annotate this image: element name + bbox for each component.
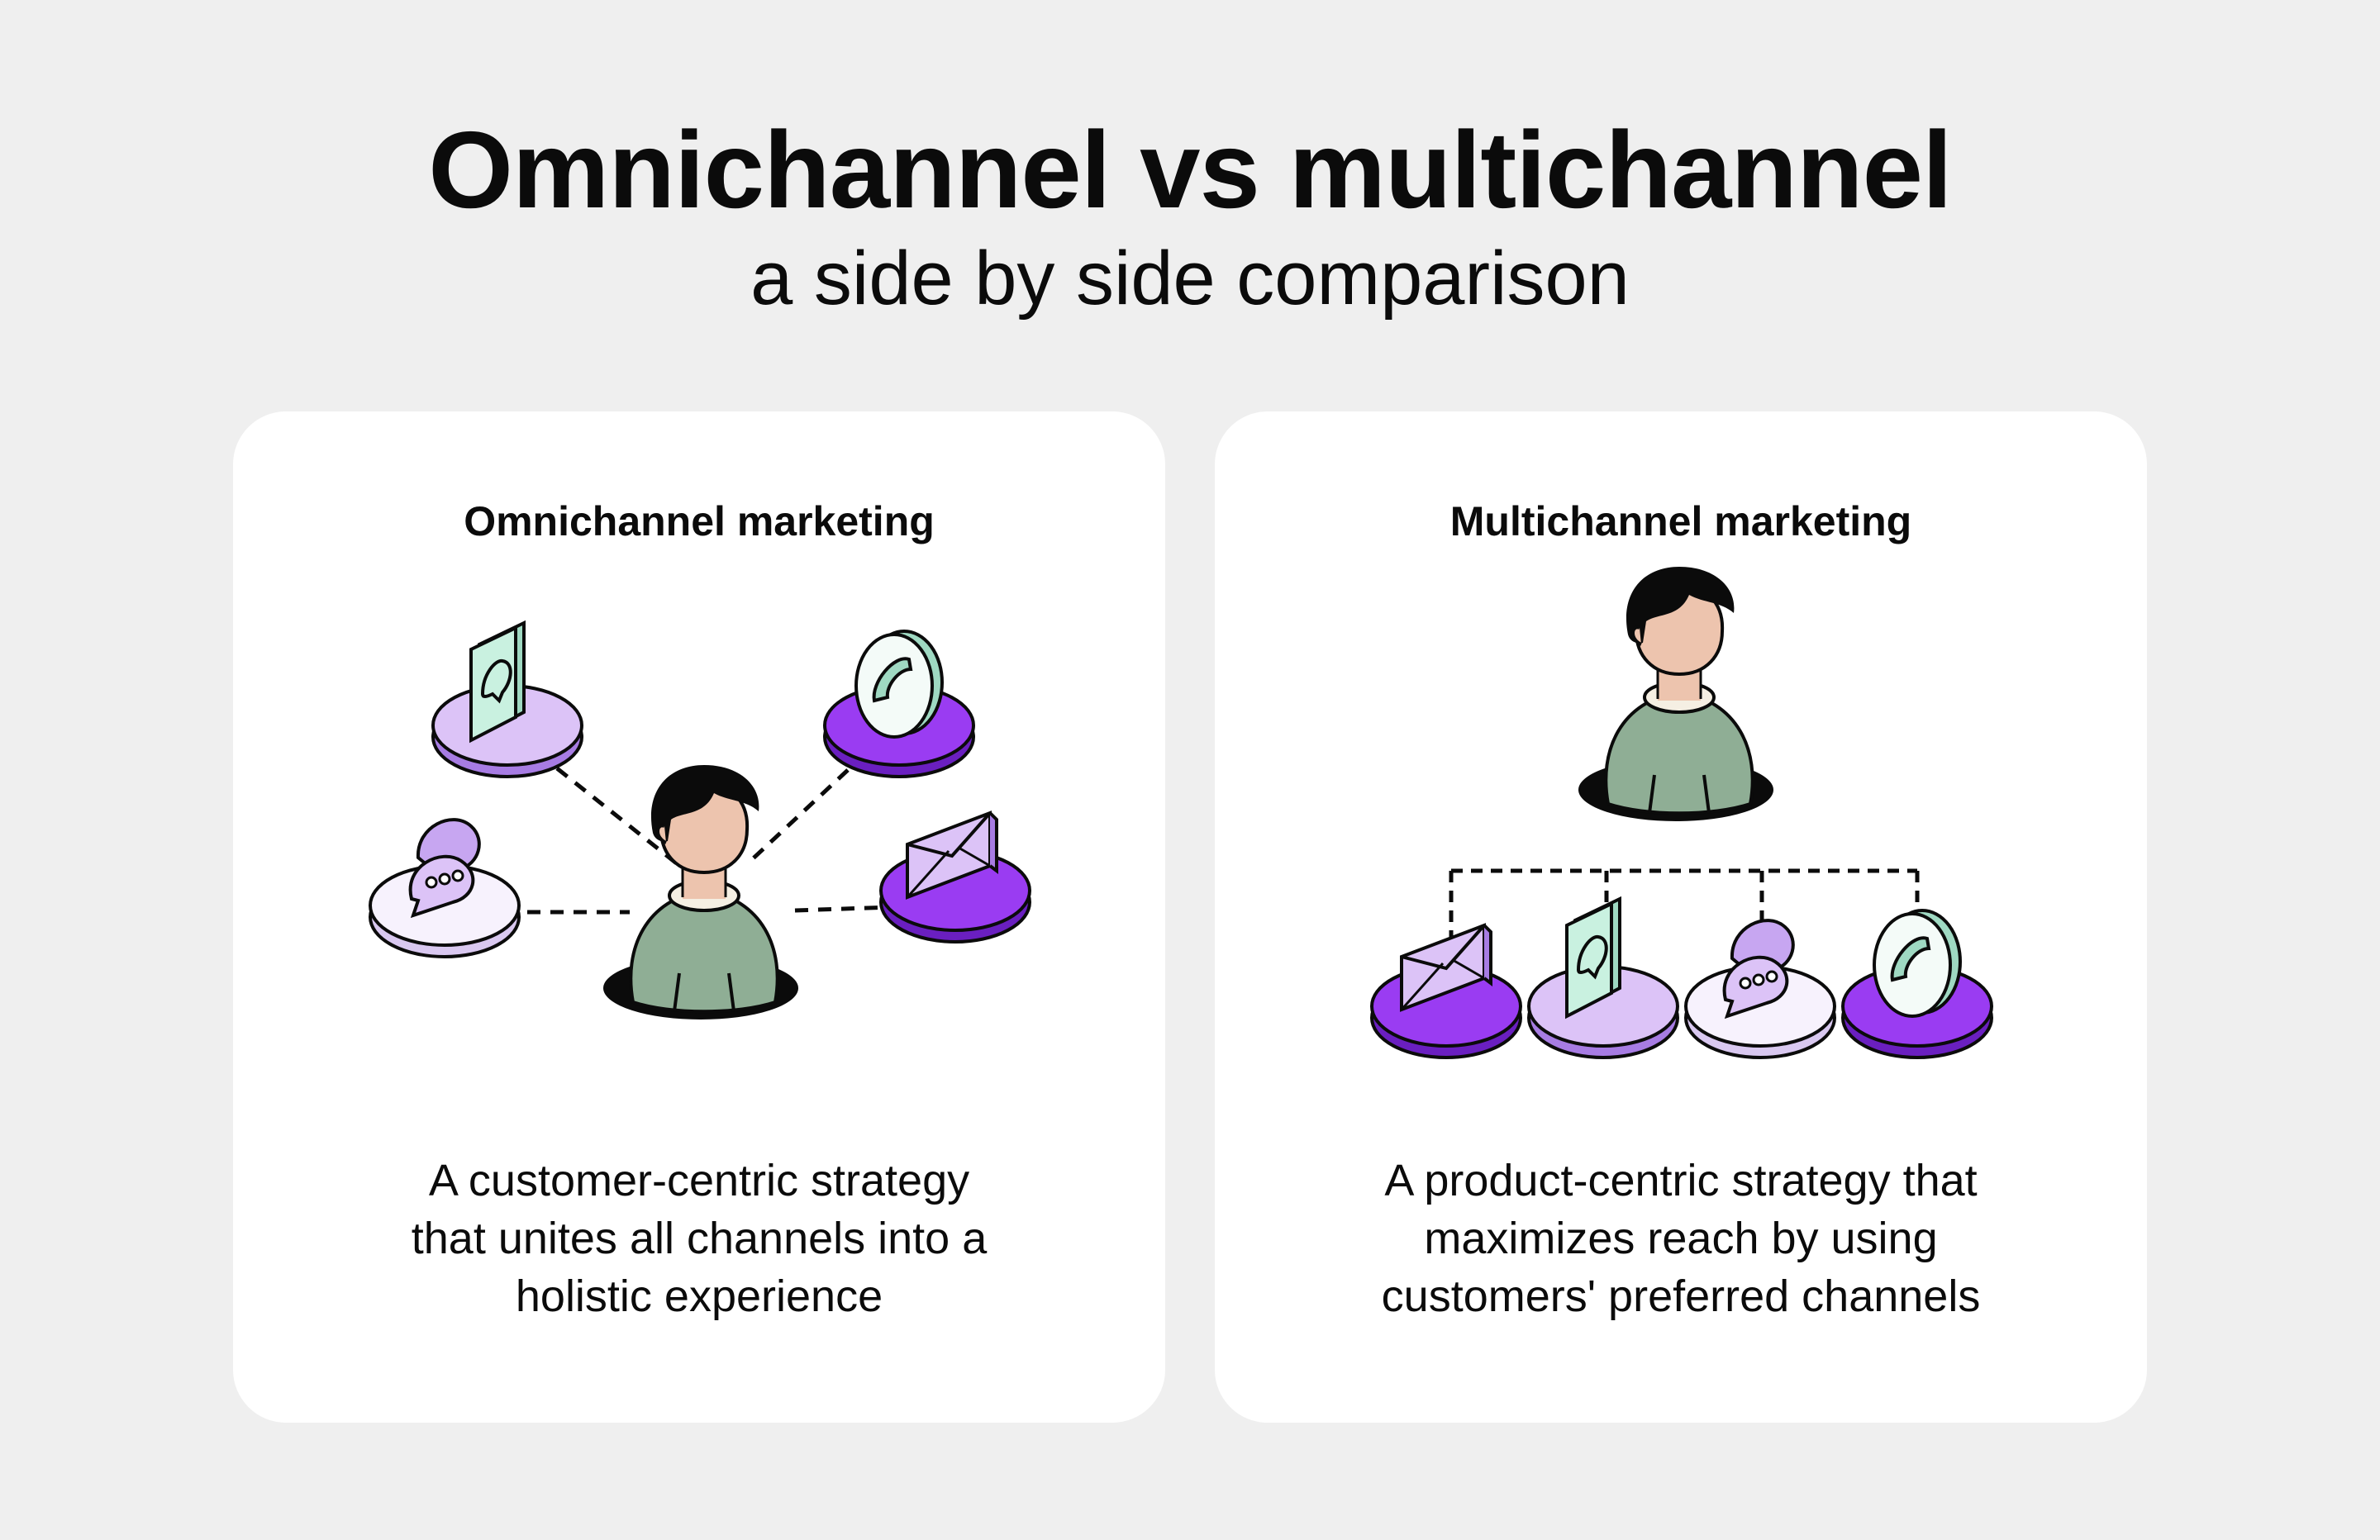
multichannel-description-line: maximizes reach by using [1424,1214,1938,1263]
omnichannel-description-line: that unites all channels into a [411,1214,988,1263]
multichannel-connectors [1449,868,1920,940]
multichannel-illustration [1370,565,1993,1059]
phone-icon [1873,909,1962,1018]
multichannel-description: A product-centric strategy that maximize… [1215,1152,2147,1325]
omnichannel-chat-platform [431,621,583,778]
multichannel-description-line: A product-centric strategy that [1384,1156,1978,1205]
multichannel-bubbles-platform [1684,919,1836,1059]
multichannel-description-line: customers' preferred channels [1381,1271,1981,1321]
omnichannel-description-line: A customer-centric strategy [428,1156,970,1205]
omnichannel-connectors [504,767,893,915]
page-title: Omnichannel vs multichannel [428,109,1952,231]
omnichannel-bubbles-platform [369,818,521,958]
multichannel-phone-platform [1841,909,1993,1059]
omnichannel-card: Omnichannel marketing A cus [233,411,1165,1423]
page-subtitle: a side by side comparison [750,236,1630,321]
multichannel-card: Multichannel marketing [1215,411,2147,1423]
omnichannel-phone-platform [823,630,975,778]
phone-icon [854,630,944,739]
customer-person-icon [1577,565,1775,823]
omnichannel-description: A customer-centric strategy that unites … [233,1152,1165,1325]
omnichannel-description-line: holistic experience [515,1271,883,1321]
multichannel-card-title: Multichannel marketing [1449,498,1912,544]
multichannel-email-platform [1370,924,1522,1059]
omnichannel-email-platform [879,811,1031,943]
customer-person-icon [602,763,800,1021]
omnichannel-card-title: Omnichannel marketing [464,498,935,544]
omnichannel-illustration [369,621,1031,1021]
multichannel-chat-platform [1527,897,1679,1059]
